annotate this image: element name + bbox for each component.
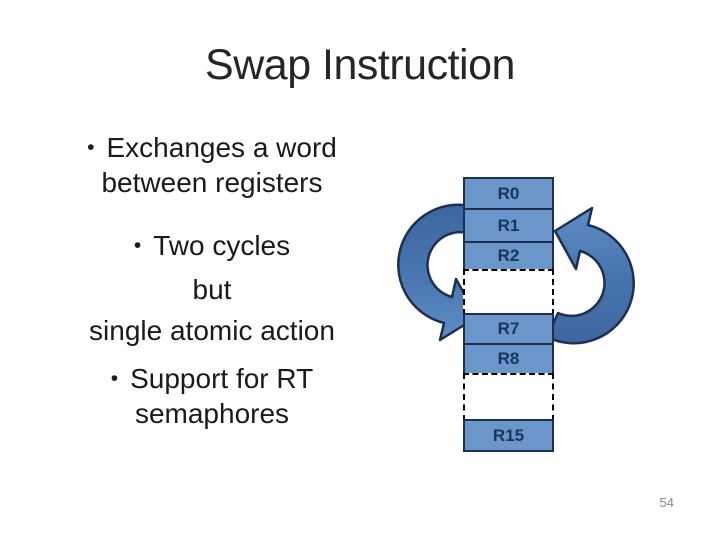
cycle-arrow-right-icon [545,206,635,345]
register-cell-r7: R7 [463,313,554,345]
register-cell-r1: R1 [463,208,554,243]
register-gap-cell [463,373,554,421]
bullet-dot-icon: • [133,234,142,257]
register-gap-cell [463,269,554,315]
register-cell-r2: R2 [463,241,554,271]
register-cell-r8: R8 [463,343,554,375]
bullet-text-line: Support for RT [130,363,314,394]
bullet-item-two-cycles: • Two cycles but single atomic action [28,225,396,351]
bullet-text-line: but [192,274,232,305]
bullet-text-line: Two cycles [153,230,291,261]
register-cell-r15: R15 [463,419,554,452]
bullet-dot-icon: • [87,136,95,159]
register-cell-r0: R0 [463,177,554,210]
bullet-text-line: between registers [101,167,323,198]
slide-number: 54 [659,495,674,510]
page-title: Swap Instruction [205,41,515,89]
bullet-text-line: Exchanges a word [106,132,337,163]
bullet-text-line: single atomic action [89,315,335,346]
bullet-item-semaphores: • Support for RT semaphores [28,363,396,430]
register-file-table: R0 R1 R2 R7 R8 R15 [463,177,554,452]
bullet-text-line: semaphores [134,398,290,429]
bullet-list: • Exchanges a word between registers • Two… [28,132,396,430]
bullet-item-exchanges: • Exchanges a word between registers [28,132,396,199]
bullet-dot-icon: • [110,367,119,390]
